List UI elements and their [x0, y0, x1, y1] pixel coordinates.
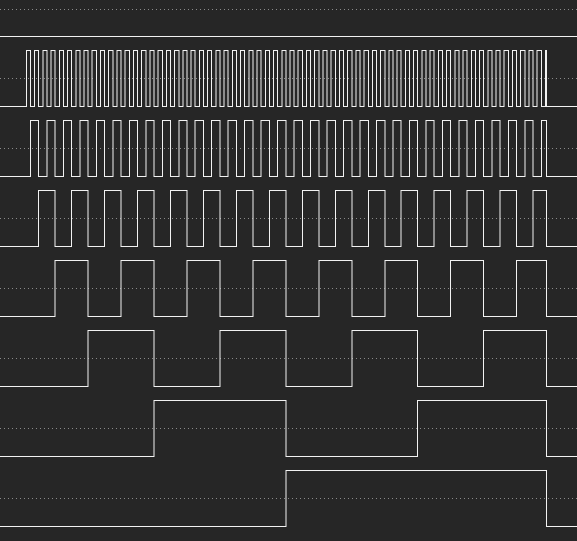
signal-waveform-ch5[interactable]: [0, 400, 577, 457]
signal-waveform-ch6[interactable]: [0, 470, 577, 527]
signal-waveform-ch3[interactable]: [0, 260, 577, 317]
signal-waveform-ch2[interactable]: [0, 190, 577, 247]
signal-waveform-ch4[interactable]: [0, 330, 577, 387]
signal-waveform-ch0[interactable]: [0, 50, 577, 107]
signal-waveform-ch1[interactable]: [0, 120, 577, 177]
